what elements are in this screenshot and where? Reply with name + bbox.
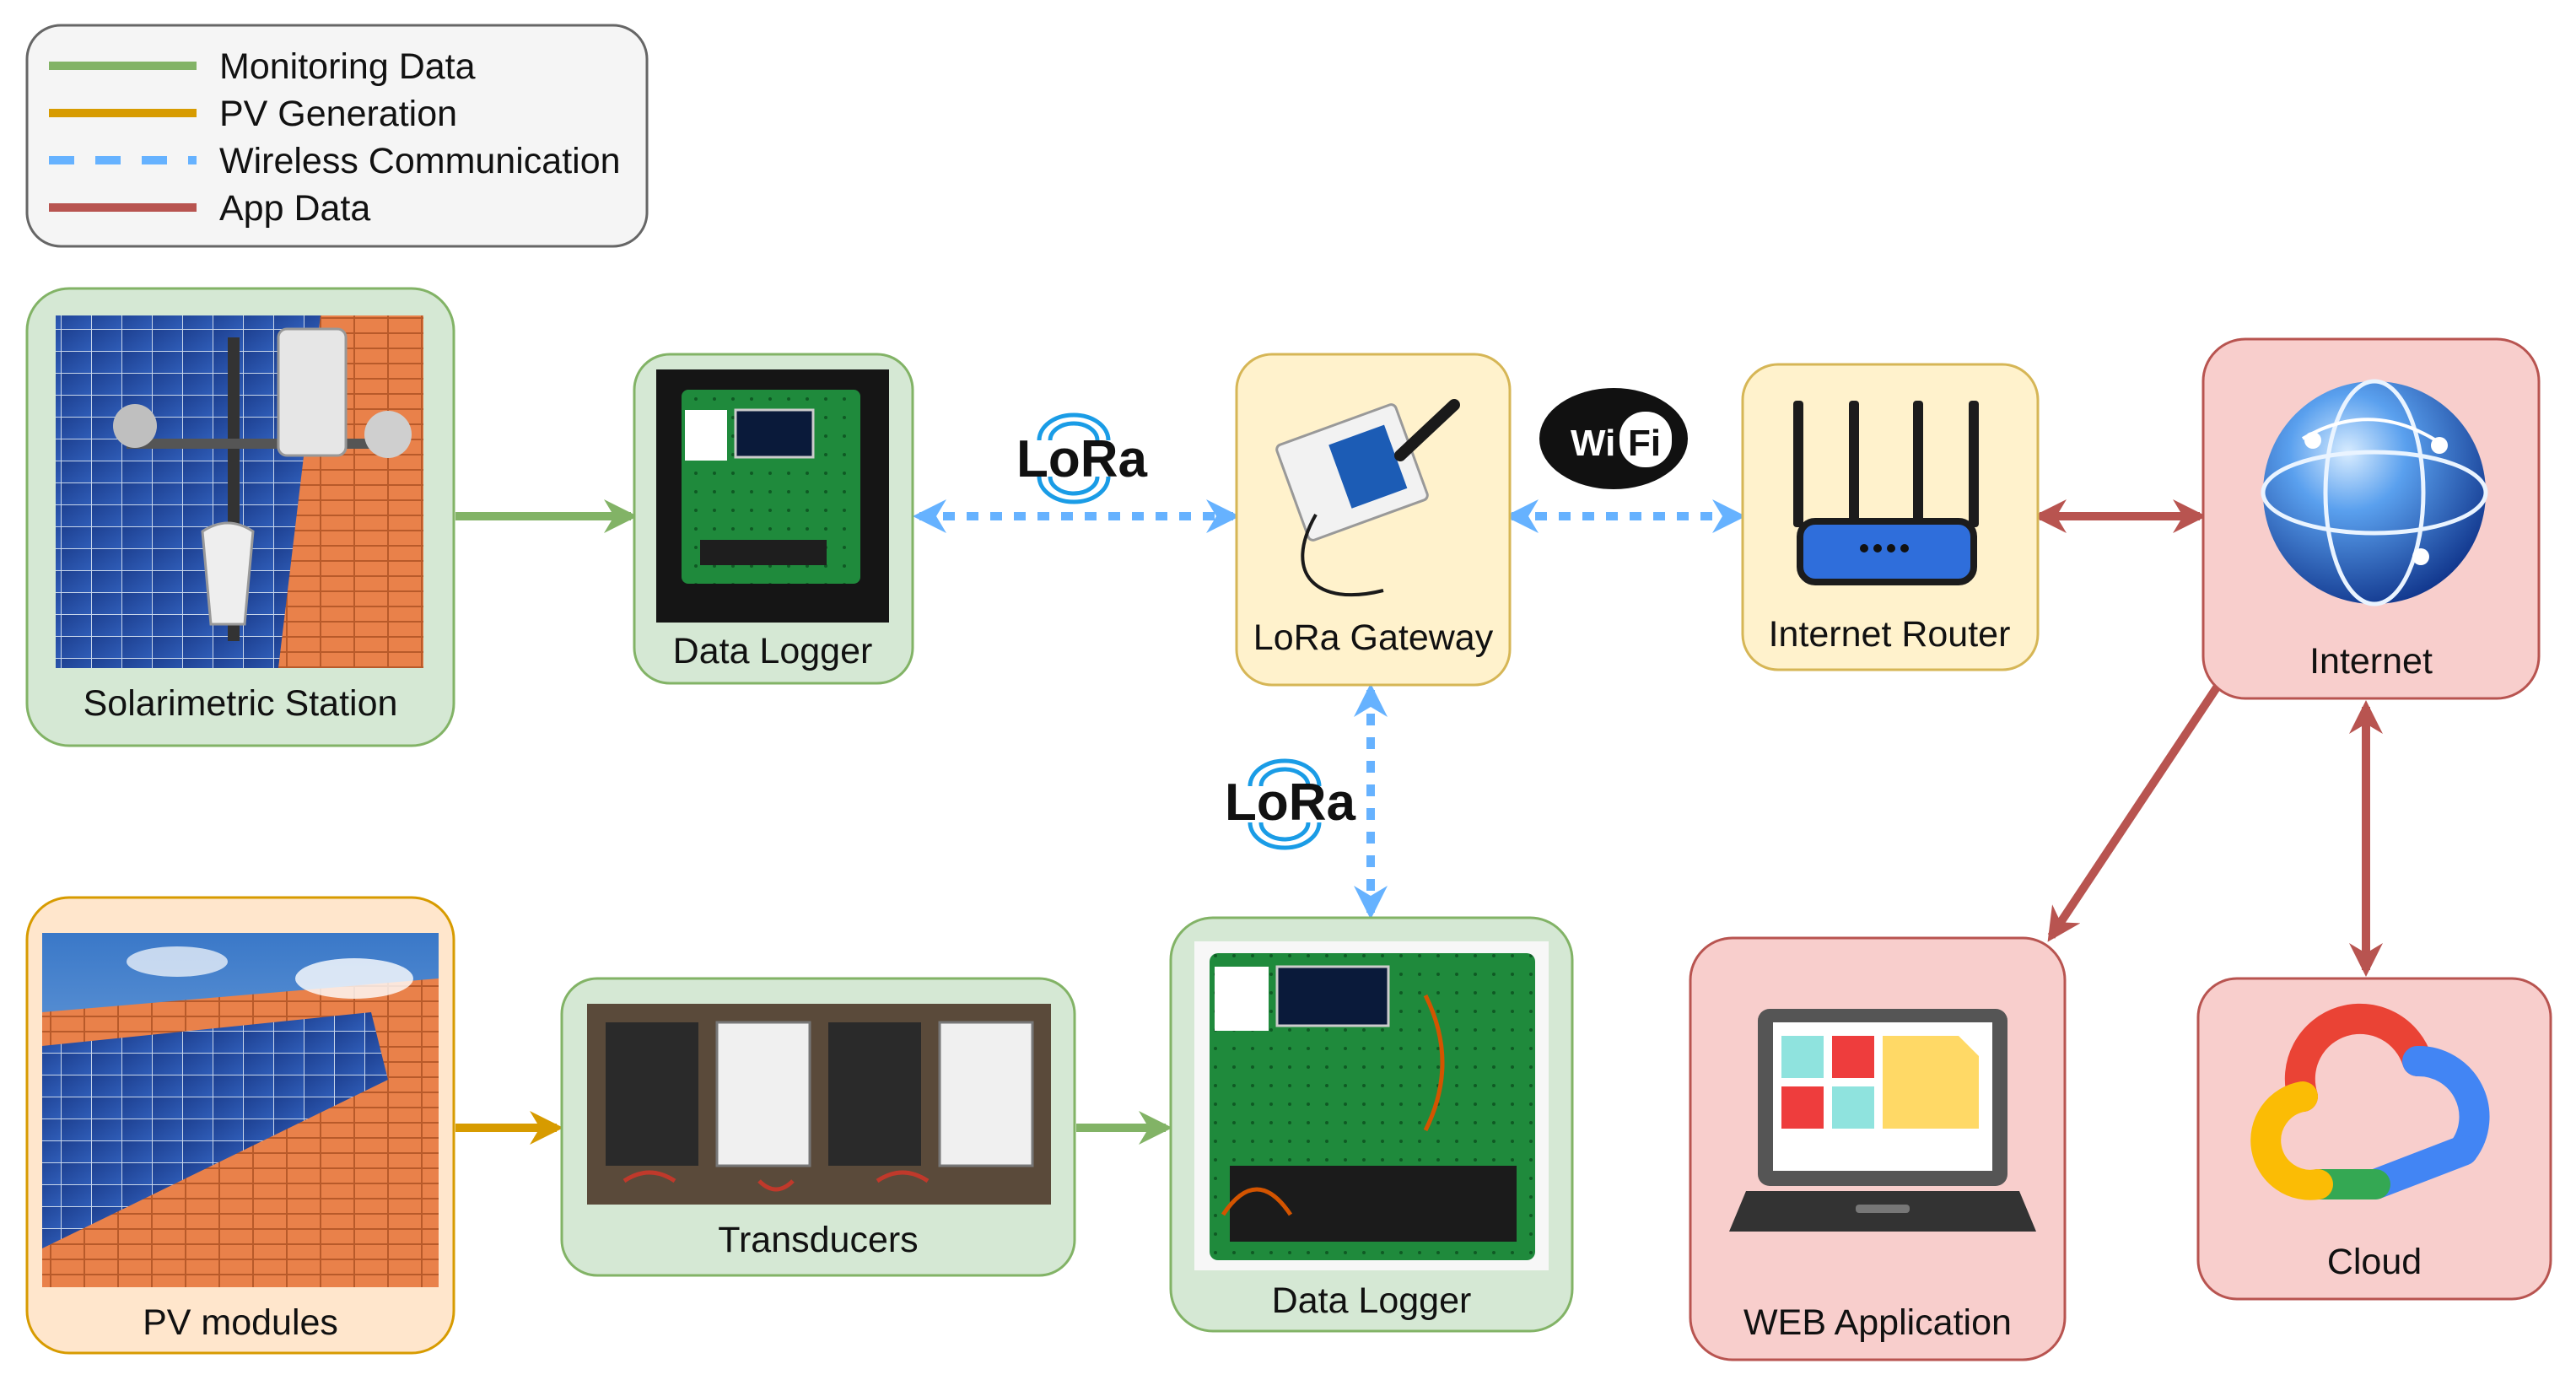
lora-gateway-board-icon	[1275, 399, 1460, 597]
node-cloud: Cloud	[2196, 977, 2552, 1301]
lora-badge-middle: LoRa	[1225, 758, 1356, 850]
node-data-logger-top: Data Logger	[633, 353, 914, 685]
data-logger-photo	[656, 369, 889, 623]
node-lora-gateway: LoRa Gateway	[1235, 353, 1512, 687]
node-transducers: Transducers	[560, 977, 1076, 1277]
cloud-label: Cloud	[2327, 1242, 2422, 1282]
legend-label-wireless: Wireless Communication	[219, 141, 621, 181]
laptop-icon	[1729, 1009, 2036, 1232]
node-internet-router: Internet Router	[1741, 363, 2040, 671]
data-logger-top-label: Data Logger	[673, 631, 873, 671]
solarimetric-station-label: Solarimetric Station	[84, 683, 398, 724]
legend-label-appdata: App Data	[219, 188, 370, 229]
legend-label-pv: PV Generation	[219, 94, 457, 134]
connector-internet-to-web	[2047, 682, 2223, 942]
web-application-label: WEB Application	[1743, 1302, 2012, 1343]
node-solarimetric-station: Solarimetric Station	[25, 287, 455, 747]
node-internet: Internet	[2201, 337, 2541, 700]
transducers-photo	[587, 1004, 1051, 1205]
internet-label: Internet	[2309, 641, 2433, 682]
internet-router-label: Internet Router	[1769, 614, 2011, 655]
weather-station-photo	[56, 315, 423, 668]
data-logger-board-photo	[1194, 941, 1549, 1270]
wifi-label-fi: Fi	[1628, 423, 1661, 464]
node-web-application: WEB Application	[1689, 936, 2067, 1361]
google-cloud-icon	[2250, 1003, 2490, 1200]
transducers-label: Transducers	[718, 1220, 918, 1260]
lora-signal-icon	[1037, 412, 1111, 504]
node-pv-modules: PV modules	[25, 896, 455, 1355]
globe-icon	[2261, 379, 2488, 606]
wifi-label-wi: Wi	[1571, 423, 1615, 464]
node-data-logger-bottom: Data Logger	[1169, 916, 1574, 1333]
legend-label-monitoring: Monitoring Data	[219, 46, 476, 87]
pv-modules-label: PV modules	[143, 1302, 338, 1343]
legend-box	[25, 24, 649, 248]
router-icon	[1793, 401, 1979, 585]
solar-panels-photo	[42, 933, 439, 1287]
data-logger-bottom-label: Data Logger	[1272, 1280, 1472, 1321]
wifi-icon: Wi Fi	[1539, 388, 1688, 489]
lora-signal-icon	[1248, 758, 1322, 850]
lora-badge-top: LoRa	[1016, 412, 1148, 504]
lora-gateway-label: LoRa Gateway	[1253, 617, 1494, 658]
lora-label-top: LoRa	[1016, 430, 1148, 488]
lora-label-middle: LoRa	[1225, 774, 1356, 832]
